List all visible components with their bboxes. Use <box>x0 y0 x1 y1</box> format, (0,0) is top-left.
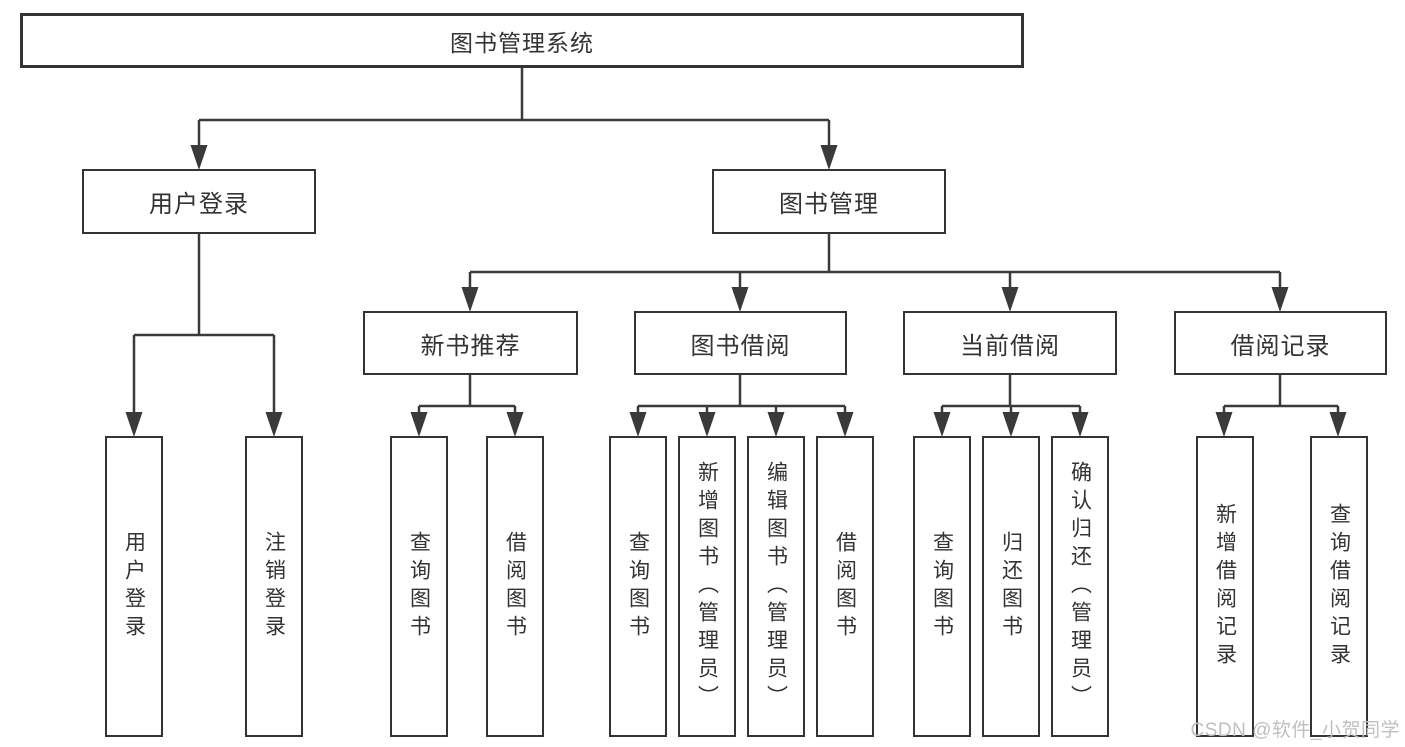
connector-user-login-to-leaves <box>132 234 276 415</box>
arrowhead <box>506 412 524 437</box>
arrowhead <box>767 412 785 437</box>
arrowhead <box>1329 412 1347 437</box>
leaf-confirm-return-admin: 确认归还（管理员） <box>1051 436 1109 737</box>
leaf-user-login: 用户登录 <box>105 436 163 737</box>
arrowhead <box>820 145 838 170</box>
node-borrow-records: 借阅记录 <box>1174 311 1387 375</box>
arrowhead <box>1001 287 1019 312</box>
leaf-logout: 注销登录 <box>245 436 303 737</box>
node-book-management: 图书管理 <box>712 169 946 234</box>
arrowhead <box>410 412 428 437</box>
arrowhead <box>265 412 283 437</box>
arrowhead <box>698 412 716 437</box>
node-root-library-management-system: 图书管理系统 <box>20 13 1024 68</box>
leaf-return-book: 归还图书 <box>982 436 1040 737</box>
leaf-borrow-books: 借阅图书 <box>816 436 874 737</box>
connector-borrow-records-to-leaves <box>1222 375 1340 415</box>
arrowhead <box>1071 412 1089 437</box>
leaf-add-book-admin: 新增图书（管理员） <box>678 436 736 737</box>
node-new-book-recommend: 新书推荐 <box>363 311 578 375</box>
connector-root-to-level2 <box>197 68 831 148</box>
leaf-query-books-recommend: 查询图书 <box>390 436 448 737</box>
leaf-add-borrow-record: 新增借阅记录 <box>1196 436 1254 737</box>
arrowhead <box>190 145 208 170</box>
node-current-borrow: 当前借阅 <box>903 311 1117 375</box>
arrowhead <box>1002 412 1020 437</box>
leaf-query-books-current: 查询图书 <box>913 436 971 737</box>
node-user-login: 用户登录 <box>82 169 316 234</box>
leaf-query-borrow-record: 查询借阅记录 <box>1310 436 1368 737</box>
leaf-query-books-borrow: 查询图书 <box>609 436 667 737</box>
connector-book-management-to-groups <box>468 234 1282 290</box>
arrowhead <box>125 412 143 437</box>
arrowhead <box>933 412 951 437</box>
node-book-borrow: 图书借阅 <box>634 311 847 375</box>
connector-new-book-recommend-to-leaves <box>417 375 517 415</box>
arrowhead <box>461 287 479 312</box>
arrowhead <box>629 412 647 437</box>
arrowhead <box>1271 287 1289 312</box>
connector-current-borrow-to-leaves <box>940 375 1082 415</box>
arrowhead <box>836 412 854 437</box>
connector-book-borrow-to-leaves <box>636 375 847 415</box>
arrowhead <box>731 287 749 312</box>
leaf-borrow-books-recommend: 借阅图书 <box>486 436 544 737</box>
csdn-watermark: CSDN @软件_小贺同学 <box>1190 720 1400 741</box>
leaf-edit-book-admin: 编辑图书（管理员） <box>747 436 805 737</box>
arrowhead <box>1215 412 1233 437</box>
